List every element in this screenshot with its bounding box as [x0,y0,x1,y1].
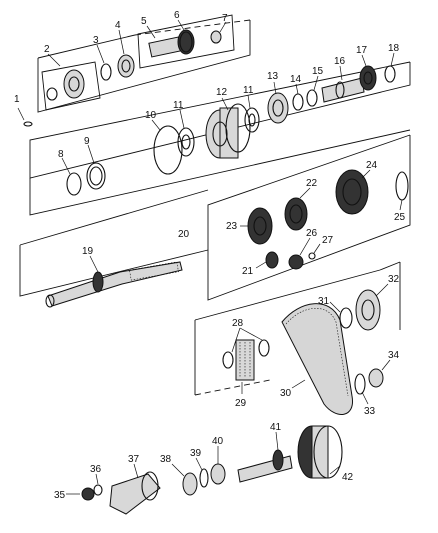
part-37-yoke [109,463,161,515]
part-30-drive-chain [281,303,353,415]
part-32-driven-sprocket [355,283,389,331]
callout-30: 30 [280,388,292,399]
part-10-ring [151,119,183,175]
part-41-output-shaft [237,431,293,483]
part-13-hub [267,81,289,124]
callout-14: 14 [290,74,302,85]
callout-11a: 11 [173,100,184,111]
callout-18: 18 [388,43,400,54]
part-9-ring [86,144,106,190]
part-17-gear [359,54,377,91]
panel-top-frames [19,19,411,396]
callout-24: 24 [366,160,378,171]
callout-5: 5 [141,16,147,27]
callout-12: 12 [216,87,228,98]
callout-33: 33 [364,406,376,417]
callout-32: 32 [388,274,400,285]
part-26-needle-bearing [288,237,311,270]
part-29-needle-bearing [235,339,255,394]
callout-10: 10 [145,110,157,121]
callout-34: 34 [388,350,400,361]
part-18-ring [384,52,396,83]
part-34-bearing [368,359,391,388]
part-7-bushing [210,21,227,44]
part-36-washer [93,473,103,496]
part-11-washer [177,109,195,157]
callout-7: 7 [222,13,228,24]
part-22-gear [284,187,311,231]
part-5-6-input-shaft [137,14,235,69]
callout-31: 31 [318,296,330,307]
callout-2: 2 [44,44,50,55]
part-8-ring [61,157,82,196]
part-21-gear [255,251,279,269]
callout-22: 22 [306,178,318,189]
callout-3: 3 [93,35,99,46]
callout-13: 13 [267,71,279,82]
part-31-ring [329,301,353,329]
callout-15: 15 [312,66,324,77]
part-1-pin [17,107,33,127]
part-25-ring [395,171,409,211]
callout-35: 35 [54,490,66,501]
callout-4: 4 [115,20,121,31]
part-15-ring [306,75,319,107]
part-19-mainshaft [45,255,183,308]
callout-41: 41 [270,422,282,433]
callout-1: 1 [14,94,20,105]
callout-42: 42 [342,472,354,483]
callout-23: 23 [226,221,238,232]
part-23-gear [240,207,273,245]
part-35-nut [66,487,95,501]
callout-39: 39 [190,448,202,459]
part-3-snap-ring [96,44,112,81]
callout-19: 19 [82,246,94,257]
part-38-seal [171,463,198,496]
callout-28: 28 [232,318,244,329]
callout-11b: 11 [243,85,254,96]
callout-25: 25 [394,212,406,223]
callout-16: 16 [334,56,346,67]
part-12-planetary-carrier [205,97,251,159]
callout-27: 27 [322,235,334,246]
part-42-output-sprocket [297,425,343,479]
callout-37: 37 [128,454,140,465]
callout-6: 6 [174,10,180,21]
callout-20: 20 [178,229,190,240]
callout-labels: 1 2 3 4 5 6 7 8 9 10 11 11 12 13 14 15 1… [14,10,406,501]
callout-26: 26 [306,228,318,239]
part-40-bearing [210,446,226,485]
part-27-washer [308,243,321,260]
callout-38: 38 [160,454,172,465]
part-4-bearing [117,29,135,78]
part-16-sun-gear-shaft [321,65,365,103]
callout-17: 17 [356,45,368,56]
part-24-drive-sprocket [335,169,371,215]
callout-9: 9 [84,136,90,147]
part-2-housing-plate [41,53,101,111]
callout-40: 40 [212,436,224,447]
callout-8: 8 [58,149,64,160]
callout-29: 29 [235,398,247,409]
part-39-ring [195,457,209,488]
part-33-ring [354,373,369,405]
part-14-ring [292,83,304,111]
callout-36: 36 [90,464,102,475]
callout-21: 21 [242,266,254,277]
